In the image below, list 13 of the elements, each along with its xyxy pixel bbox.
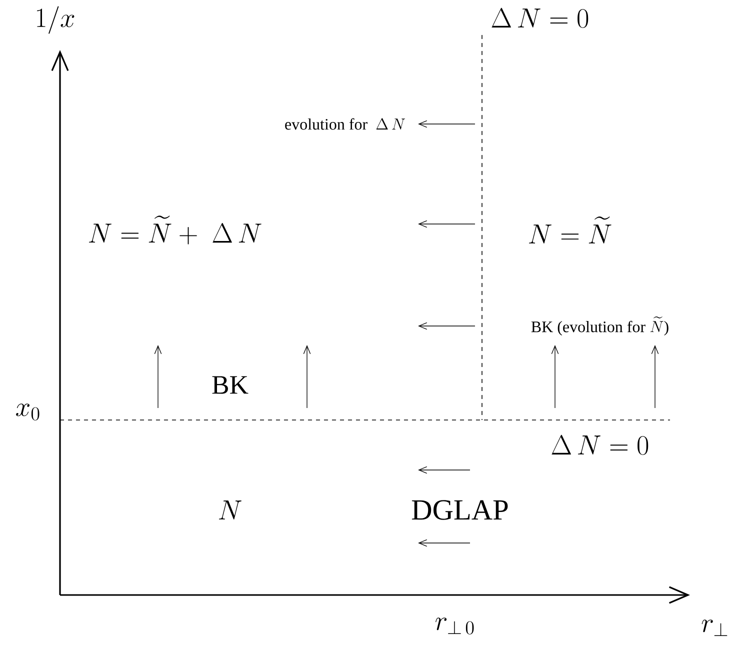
region-label: $\text{BK}$ [212,376,248,394]
region-formula: $N = \widetilde{N} +\ \Delta\, N$ [89,216,262,244]
region-label: $N$ [219,500,242,520]
region-formula: $N = \widetilde{N}$ [529,216,612,244]
boundary-label: $\Delta\, N = 0$ [552,434,648,455]
axis-label: $r_{\perp\, 0}$ [436,618,474,634]
annotation-text: $\text{BK (evolution for }\widetilde{N}\text{)}$ [531,316,668,336]
region-label: $\text{DGLAP}$ [412,500,508,520]
boundary-label: $\Delta\, N = 0$ [492,8,588,28]
axis-label: $1/x$ [37,6,74,34]
axis-label: $x_0$ [16,404,40,420]
annotation-text: $\text{evolution for }\ \Delta\, N$ [285,118,406,130]
axis-label: $r_{\perp}$ [702,620,728,636]
